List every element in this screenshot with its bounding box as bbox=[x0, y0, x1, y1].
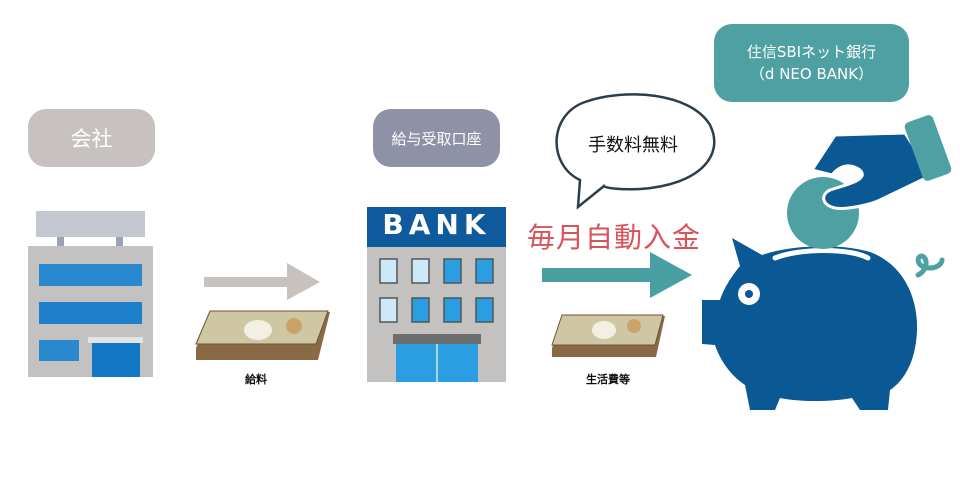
salary-account-label: 給与受取口座 bbox=[373, 109, 500, 167]
salary-label: 給料 bbox=[245, 373, 267, 386]
destination-bank-subname: （d NEO BANK） bbox=[749, 65, 874, 83]
auto-deposit-caption: 毎月自動入金 bbox=[527, 221, 702, 254]
salary-account-label-text: 給与受取口座 bbox=[391, 129, 482, 148]
bank-sign: BANK bbox=[382, 208, 491, 241]
company-label-text: 会社 bbox=[70, 127, 113, 151]
living-expenses-label: 生活費等 bbox=[586, 373, 630, 386]
bubble-text: 手数料無料 bbox=[588, 135, 678, 156]
company-label: 会社 bbox=[28, 109, 155, 167]
destination-bank-label: 住信SBIネット銀行 （d NEO BANK） bbox=[714, 24, 909, 102]
destination-bank-name: 住信SBIネット銀行 bbox=[746, 43, 877, 61]
